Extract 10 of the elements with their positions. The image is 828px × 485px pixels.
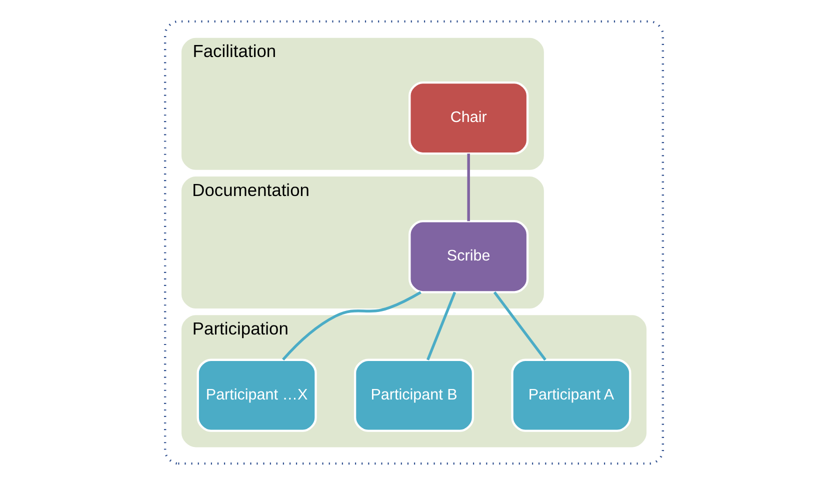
cluster xyxy=(164,20,664,465)
connector xyxy=(467,154,470,222)
node-box: Chair xyxy=(408,81,529,155)
node-box: Participant A xyxy=(511,358,632,432)
connector xyxy=(493,291,546,361)
connector xyxy=(426,292,456,360)
node-box: Scribe xyxy=(408,220,529,294)
node-box: Participant B xyxy=(354,358,474,432)
node-box: Participant …X xyxy=(196,358,317,432)
connector xyxy=(282,291,422,361)
